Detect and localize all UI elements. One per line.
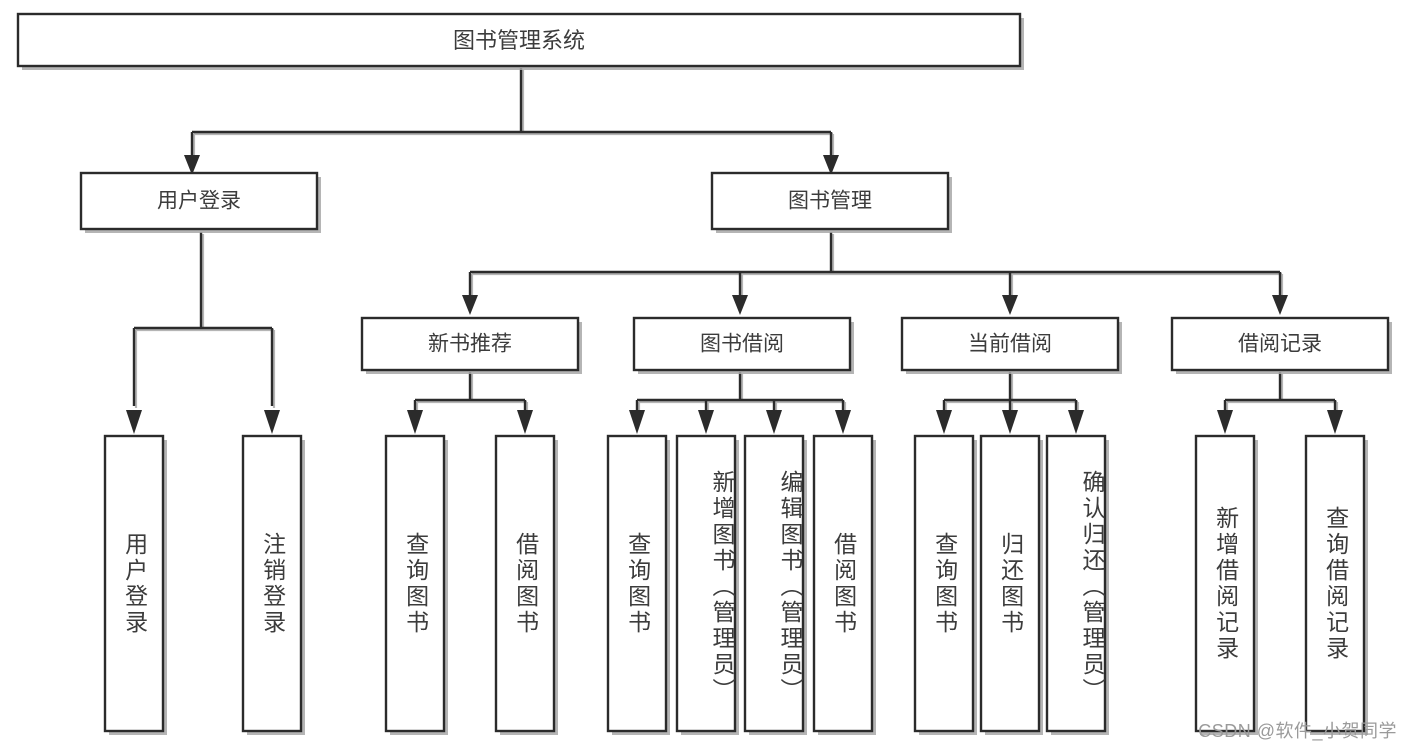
leaf-box-logout-login[interactable] xyxy=(241,434,305,735)
arrow-to-leaf-logout-login xyxy=(264,410,280,434)
arrow-to-leaf-query-book-1 xyxy=(407,410,423,434)
connector-book-borrow-to-leaves xyxy=(629,372,851,434)
watermark-text: CSDN @软件_小贺同学 xyxy=(1198,721,1397,741)
arrow-to-leaf-confirm-return xyxy=(1068,410,1084,434)
node-book-management[interactable]: 图书管理 xyxy=(710,171,952,233)
arrow-to-book-management xyxy=(823,155,839,175)
arrow-to-book-borrow xyxy=(732,295,748,315)
leaf-box-query-book-2[interactable] xyxy=(606,434,670,735)
arrow-to-leaf-query-record xyxy=(1327,410,1343,434)
leaf-box-add-book[interactable] xyxy=(675,434,739,735)
node-current-borrow-label: 当前借阅 xyxy=(968,333,1052,356)
node-book-management-label: 图书管理 xyxy=(788,190,872,213)
connector-book-management-to-level3 xyxy=(462,232,1288,315)
leaf-box-user-login[interactable] xyxy=(103,434,167,735)
node-book-borrow[interactable]: 图书借阅 xyxy=(632,316,854,374)
arrow-to-leaf-add-book xyxy=(698,410,714,434)
arrow-to-leaf-query-book-2 xyxy=(629,410,645,434)
node-new-book-recommend-label: 新书推荐 xyxy=(428,333,512,356)
leaf-box-confirm-return[interactable] xyxy=(1045,434,1109,735)
leaf-box-borrow-book-2[interactable] xyxy=(812,434,876,735)
arrow-to-leaf-user-login xyxy=(126,410,142,434)
node-borrow-record-label: 借阅记录 xyxy=(1238,333,1322,356)
leaf-box-edit-book[interactable] xyxy=(743,434,807,735)
arrow-to-leaf-borrow-book-1 xyxy=(517,410,533,434)
arrow-to-user-login xyxy=(184,155,200,175)
node-new-book-recommend[interactable]: 新书推荐 xyxy=(360,316,582,374)
leaf-box-query-record[interactable] xyxy=(1304,434,1368,735)
arrow-to-leaf-return-book xyxy=(1002,410,1018,434)
leaf-box-borrow-book-1[interactable] xyxy=(494,434,558,735)
arrow-to-leaf-query-book-3 xyxy=(936,410,952,434)
arrow-to-current-borrow xyxy=(1002,295,1018,315)
arrow-to-leaf-edit-book xyxy=(766,410,782,434)
connector-root-to-level2 xyxy=(184,68,839,175)
node-user-login[interactable]: 用户登录 xyxy=(79,171,321,233)
leaf-box-return-book[interactable] xyxy=(979,434,1043,735)
node-borrow-record[interactable]: 借阅记录 xyxy=(1170,316,1392,374)
connector-current-borrow-to-leaves xyxy=(936,372,1084,434)
node-root[interactable]: 图书管理系统 xyxy=(16,12,1024,70)
node-book-borrow-label: 图书借阅 xyxy=(700,333,784,356)
arrow-to-borrow-record xyxy=(1272,295,1288,315)
connector-user-login-to-leaves xyxy=(126,232,280,434)
leaf-box-add-record[interactable] xyxy=(1194,434,1258,735)
leaf-box-query-book-1[interactable] xyxy=(384,434,448,735)
connector-borrow-record-to-leaves xyxy=(1217,372,1343,434)
node-user-login-label: 用户登录 xyxy=(157,190,241,213)
leaf-box-query-book-3[interactable] xyxy=(913,434,977,735)
node-current-borrow[interactable]: 当前借阅 xyxy=(900,316,1122,374)
arrow-to-leaf-add-record xyxy=(1217,410,1233,434)
arrow-to-leaf-borrow-book-2 xyxy=(835,410,851,434)
connector-new-book-recommend-to-leaves xyxy=(407,372,533,434)
node-root-label: 图书管理系统 xyxy=(453,28,585,53)
arrow-to-new-book-recommend xyxy=(462,295,478,315)
